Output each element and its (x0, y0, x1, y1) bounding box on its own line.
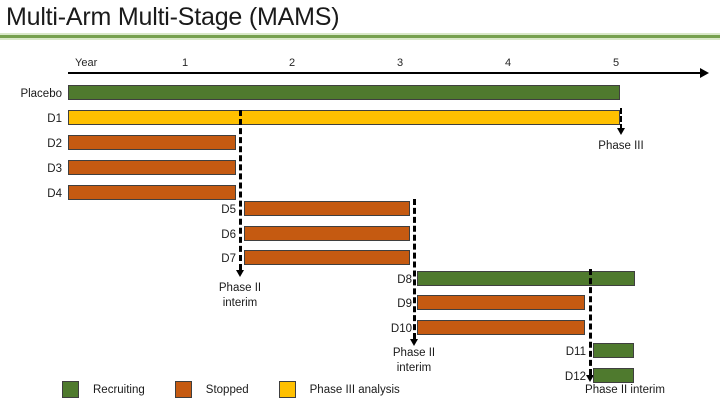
bar-d12[interactable] (593, 368, 634, 383)
row-label-d1: D1 (47, 113, 62, 125)
row-label-d6: D6 (221, 229, 236, 241)
title-rule-bottom (0, 38, 720, 40)
row-label-d9: D9 (397, 298, 412, 310)
row-label-d11: D11 (565, 346, 586, 358)
bar-d9[interactable] (417, 295, 585, 310)
title-rule (0, 35, 720, 38)
bar-d4[interactable] (68, 185, 236, 200)
stage-divider-2-arrow-icon (410, 339, 418, 346)
bar-d10[interactable] (417, 320, 585, 335)
bar-d8[interactable] (417, 271, 635, 286)
stage-note-phase2-interim-3: Phase II interim (585, 384, 665, 396)
legend-label-stopped: Stopped (205, 383, 249, 396)
row-label-d8: D8 (397, 274, 412, 286)
bar-d6[interactable] (244, 226, 410, 241)
row-label-d4: D4 (47, 188, 62, 200)
title-rule-top (0, 33, 720, 35)
axis-tick-1: 1 (181, 57, 189, 69)
stage-note-phase2-interim-1: Phase II interim (218, 282, 262, 309)
bar-d5[interactable] (244, 201, 410, 216)
bar-placebo[interactable] (68, 85, 620, 100)
axis-tick-2: 2 (288, 57, 296, 69)
legend-swatch-recruiting (62, 381, 79, 398)
row-label-d5: D5 (221, 204, 236, 216)
legend-swatch-stopped (174, 381, 192, 398)
axis-tick-4: 4 (504, 57, 512, 69)
stage-divider-1-arrow-icon (236, 270, 244, 277)
axis-tick-5: 5 (612, 57, 620, 69)
phase3-arrow-icon (617, 128, 625, 135)
stage-divider-1 (239, 110, 242, 270)
stage-divider-2 (413, 199, 416, 339)
bar-d11[interactable] (593, 343, 634, 358)
row-label-d7: D7 (221, 253, 236, 265)
legend-swatch-phase3-analysis (278, 381, 296, 398)
legend-label-phase3-analysis: Phase III analysis (309, 383, 400, 396)
legend-item-recruiting[interactable]: Recruiting (62, 381, 145, 398)
stage-divider-3-arrow-icon (586, 375, 594, 382)
axis-year-label: Year (75, 57, 98, 69)
stage-divider-3 (589, 269, 592, 375)
row-label-d12: D12 (564, 371, 586, 383)
axis-arrow-icon (700, 68, 709, 78)
timeline-axis (68, 72, 700, 74)
bar-d1[interactable] (68, 110, 620, 125)
legend-label-recruiting: Recruiting (93, 383, 145, 396)
phase3-divider (620, 108, 622, 130)
legend-item-stopped[interactable]: Stopped (174, 381, 249, 398)
axis-tick-3: 3 (396, 57, 404, 69)
stage-note-phase3: Phase III (598, 140, 644, 152)
bar-d2[interactable] (68, 135, 236, 150)
chart-legend: Recruiting Stopped Phase III analysis (62, 381, 430, 398)
stage-note-phase2-interim-2: Phase II interim (392, 347, 436, 374)
bar-d3[interactable] (68, 160, 236, 175)
row-label-d3: D3 (47, 163, 62, 175)
row-label-d2: D2 (47, 138, 62, 150)
row-label-d10: D10 (390, 323, 412, 335)
legend-item-phase3-analysis[interactable]: Phase III analysis (278, 381, 400, 398)
bar-d7[interactable] (244, 250, 410, 265)
page-title: Multi-Arm Multi-Stage (MAMS) (6, 3, 340, 31)
row-label-placebo: Placebo (20, 88, 62, 100)
